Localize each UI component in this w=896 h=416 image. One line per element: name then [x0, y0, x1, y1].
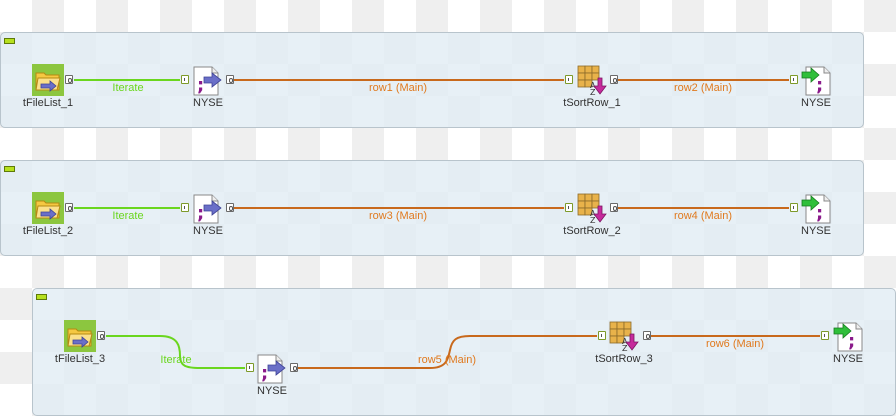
input-port[interactable]: [246, 363, 254, 372]
output-port[interactable]: [290, 363, 298, 372]
component-label: tFileList_1: [22, 97, 74, 109]
iterate-link-label: Iterate: [112, 210, 144, 222]
input-port[interactable]: [790, 203, 798, 212]
output-port[interactable]: [226, 75, 234, 84]
svg-text:Z: Z: [590, 88, 596, 96]
subjob-3[interactable]: [32, 288, 896, 416]
main-link-label: row3 (Main): [368, 210, 428, 222]
svg-text:;: ;: [816, 75, 823, 96]
iterate-link-label: Iterate: [160, 354, 192, 366]
sort-row-icon: A Z: [577, 193, 607, 224]
input-port[interactable]: [565, 75, 573, 84]
output-port[interactable]: [226, 203, 234, 212]
main-link-label: row6 (Main): [705, 338, 765, 350]
main-link-row5[interactable]: [298, 335, 597, 369]
svg-text:;: ;: [848, 331, 855, 352]
component-label: tSortRow_2: [563, 225, 621, 237]
subjob-2-collapse-button[interactable]: [4, 166, 15, 172]
folder-list-icon: [64, 320, 96, 352]
sort-row-icon: A Z: [577, 65, 607, 96]
main-link-label: row1 (Main): [368, 82, 428, 94]
output-port[interactable]: [610, 203, 618, 212]
delimited-file-input-icon: ;: [257, 354, 286, 384]
component-label: tFileList_3: [54, 353, 106, 365]
input-port[interactable]: [565, 203, 573, 212]
svg-text:;: ;: [816, 203, 823, 224]
component-label: tFileList_2: [22, 225, 74, 237]
delimited-file-input-icon: ;: [193, 194, 222, 224]
component-label: NYSE: [193, 225, 223, 237]
delimited-file-output-icon: ;: [833, 322, 863, 352]
output-port[interactable]: [97, 331, 105, 340]
svg-text:A: A: [622, 337, 628, 346]
main-link-label: row5 (Main): [417, 354, 477, 366]
component-label: NYSE: [257, 385, 287, 397]
input-port[interactable]: [181, 75, 189, 84]
svg-text:;: ;: [197, 75, 204, 96]
svg-text:Z: Z: [590, 216, 596, 224]
sort-row-icon: A Z: [609, 321, 639, 352]
iterate-link-3[interactable]: [106, 335, 245, 369]
output-port[interactable]: [643, 331, 651, 340]
input-port[interactable]: [598, 331, 606, 340]
input-port[interactable]: [790, 75, 798, 84]
component-label: NYSE: [833, 353, 863, 365]
subjob-3-collapse-button[interactable]: [36, 294, 47, 300]
component-label: tSortRow_1: [563, 97, 621, 109]
svg-text:;: ;: [261, 363, 268, 384]
subjob-1-collapse-button[interactable]: [4, 38, 15, 44]
component-label: NYSE: [801, 97, 831, 109]
component-label: NYSE: [801, 225, 831, 237]
delimited-file-output-icon: ;: [801, 66, 831, 96]
component-label: tSortRow_3: [595, 353, 653, 365]
delimited-file-input-icon: ;: [193, 66, 222, 96]
output-port[interactable]: [610, 75, 618, 84]
folder-list-icon: [32, 64, 64, 96]
delimited-file-output-icon: ;: [801, 194, 831, 224]
main-link-label: row4 (Main): [673, 210, 733, 222]
svg-text:A: A: [590, 81, 596, 90]
main-link-label: row2 (Main): [673, 82, 733, 94]
svg-text:;: ;: [197, 203, 204, 224]
output-port[interactable]: [65, 75, 73, 84]
iterate-link-label: Iterate: [112, 82, 144, 94]
input-port[interactable]: [181, 203, 189, 212]
input-port[interactable]: [821, 331, 829, 340]
svg-text:A: A: [590, 209, 596, 218]
component-label: NYSE: [193, 97, 223, 109]
output-port[interactable]: [65, 203, 73, 212]
svg-text:Z: Z: [622, 344, 628, 352]
folder-list-icon: [32, 192, 64, 224]
